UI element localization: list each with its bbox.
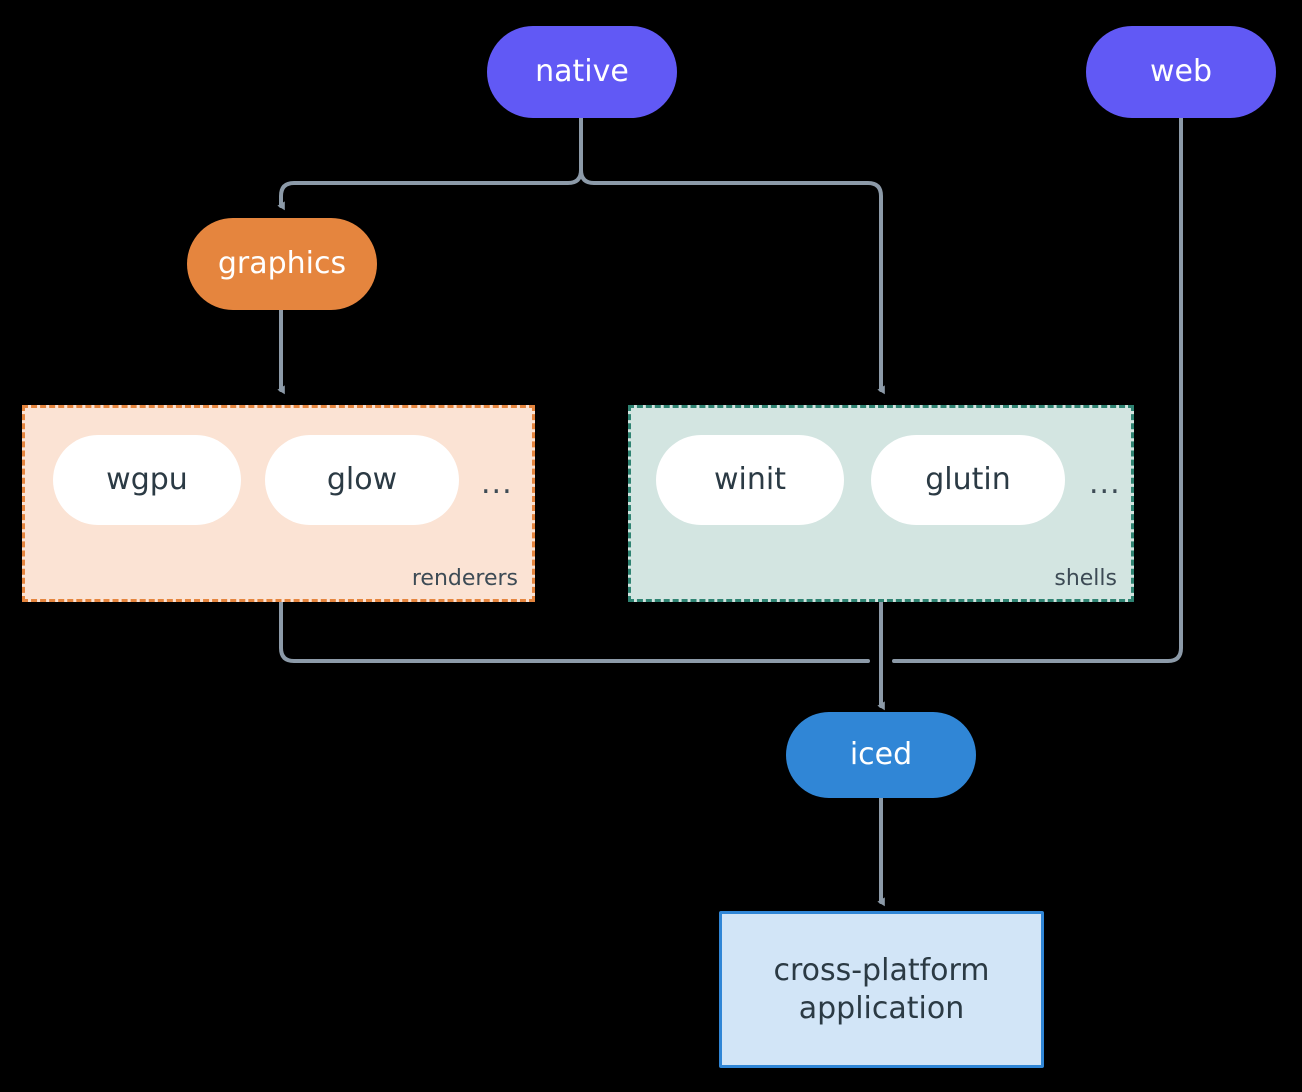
node-graphics[interactable]: graphics — [187, 218, 377, 310]
edge-native-to-shells — [579, 168, 885, 395]
chip-wgpu[interactable]: wgpu — [53, 435, 241, 525]
node-web-label: web — [1149, 54, 1213, 90]
chip-glow[interactable]: glow — [265, 435, 459, 525]
renderers-ellipsis: ... — [481, 466, 513, 501]
chip-glutin[interactable]: glutin — [871, 435, 1065, 525]
node-web[interactable]: web — [1086, 26, 1276, 118]
node-native[interactable]: native — [487, 26, 677, 118]
chip-winit[interactable]: winit — [656, 435, 844, 525]
chip-glow-label: glow — [326, 462, 398, 498]
node-iced-label: iced — [849, 737, 913, 773]
group-renderers-label: renderers — [411, 566, 518, 591]
chip-glutin-label: glutin — [925, 462, 1011, 498]
node-iced[interactable]: iced — [786, 712, 976, 798]
node-application-line1: cross-platform — [773, 953, 990, 988]
group-shells-label: shells — [1054, 566, 1117, 591]
node-graphics-label: graphics — [217, 246, 347, 282]
node-application-line2: application — [798, 990, 965, 1026]
shells-ellipsis: ... — [1089, 466, 1121, 501]
node-native-label: native — [535, 54, 629, 90]
node-application[interactable]: cross-platform application — [719, 911, 1044, 1068]
edge-native-to-graphics — [277, 168, 583, 211]
chip-winit-label: winit — [714, 462, 786, 498]
chip-wgpu-label: wgpu — [106, 462, 188, 498]
group-shells: winit glutin ... shells — [628, 405, 1134, 602]
group-renderers: wgpu glow ... renderers — [22, 405, 535, 602]
edge-renderers-to-iced — [279, 600, 870, 663]
